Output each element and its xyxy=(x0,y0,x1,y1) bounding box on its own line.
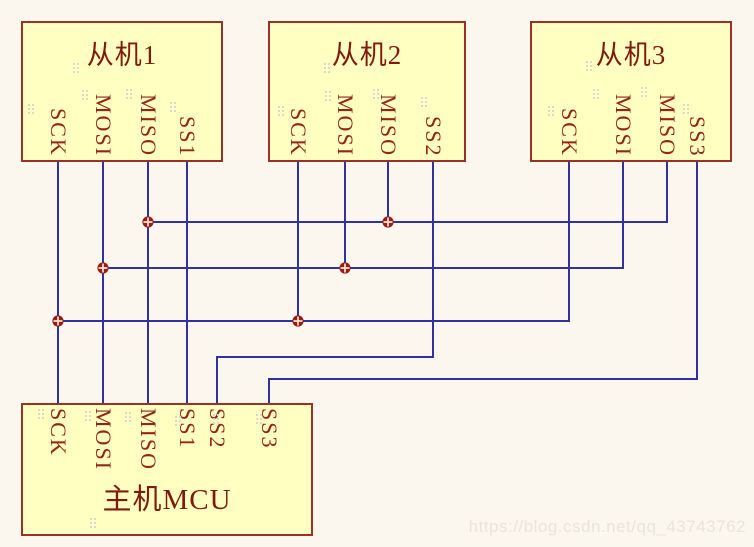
watermark-dots xyxy=(421,97,423,99)
watermark-dots xyxy=(324,63,326,65)
wire-ss3-route xyxy=(268,159,698,406)
slave1-pin-mosi: MOSI xyxy=(91,93,116,157)
watermark-dots xyxy=(641,87,643,89)
slave1-pin-sck: SCK xyxy=(46,108,71,157)
watermark-dots xyxy=(586,61,588,63)
wire-ss2-route xyxy=(216,159,434,406)
watermark-dots xyxy=(213,414,215,416)
watermark-dots xyxy=(38,409,40,411)
master-pin-miso: MISO xyxy=(136,408,161,472)
watermark-dots xyxy=(683,104,685,106)
master-pin-ss1: SS1 xyxy=(175,408,200,450)
junction-sck1-icon xyxy=(52,315,64,327)
slave1-title: 从机1 xyxy=(86,40,158,70)
watermark-dots xyxy=(593,89,595,91)
slave3-pin-mosi: MOSI xyxy=(611,93,636,157)
watermark-dots xyxy=(373,89,375,91)
junction-mosi1-icon xyxy=(97,262,109,274)
watermark-dots xyxy=(170,102,172,104)
watermark-dots xyxy=(126,89,128,91)
slave2-title: 从机2 xyxy=(331,40,403,70)
master-box: SCK MOSI MISO SS1 SS2 SS3 主机MCU xyxy=(21,403,313,536)
slave3-pin-ss3: SS3 xyxy=(685,115,710,157)
slave3-pin-sck: SCK xyxy=(557,108,582,157)
watermark-dots xyxy=(325,91,327,93)
junction-miso1-icon xyxy=(142,216,154,228)
slave3-box: 从机3 SCK MOSI MISO SS3 xyxy=(530,21,732,162)
master-pin-ss2: SS2 xyxy=(205,408,230,450)
master-title: 主机MCU xyxy=(102,484,232,516)
slave2-box: 从机2 SCK MOSI MISO SS2 xyxy=(268,21,466,162)
watermark-dots xyxy=(28,104,30,106)
junction-dots xyxy=(52,216,394,327)
watermark-dots xyxy=(125,412,127,414)
watermark-text: https://blog.csdn.net/qq_43743762 xyxy=(468,517,746,536)
watermark-dots xyxy=(278,106,280,108)
watermark-dots xyxy=(73,63,75,65)
slave2-pin-ss2: SS2 xyxy=(421,115,446,157)
slave3-pin-miso: MISO xyxy=(655,93,680,157)
watermark-dots xyxy=(548,106,550,108)
slave1-pin-miso: MISO xyxy=(136,93,161,157)
master-pin-ss3: SS3 xyxy=(257,408,282,450)
master-pin-mosi: MOSI xyxy=(91,408,116,472)
watermark-dots xyxy=(82,90,84,92)
watermark-dots xyxy=(85,411,87,413)
master-pin-sck: SCK xyxy=(46,408,71,457)
slave2-pin-sck: SCK xyxy=(286,108,311,157)
watermark-dots xyxy=(175,416,177,418)
slave1-pin-ss1: SS1 xyxy=(175,115,200,157)
watermark-dots xyxy=(90,518,92,520)
slave3-title: 从机3 xyxy=(595,40,667,70)
junction-miso2-icon xyxy=(382,216,394,228)
junction-mosi2-icon xyxy=(339,262,351,274)
slave2-pin-miso: MISO xyxy=(376,93,401,157)
slave2-pin-mosi: MOSI xyxy=(333,93,358,157)
junction-sck2-icon xyxy=(292,315,304,327)
watermark-dots xyxy=(256,414,258,416)
slave1-box: 从机1 SCK MOSI MISO SS1 xyxy=(21,21,223,162)
